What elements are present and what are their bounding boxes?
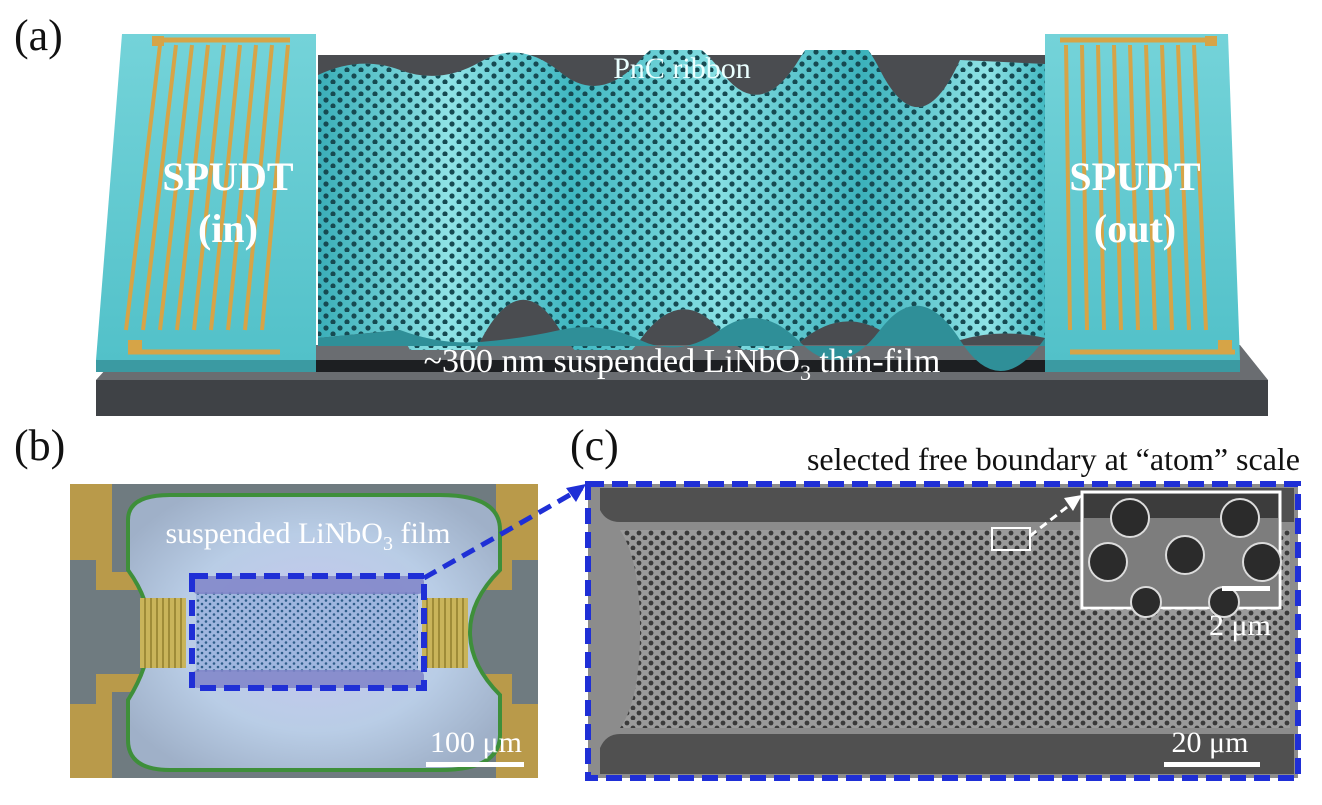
selection-arrowhead [1064,495,1082,511]
highlight-frame-c [585,481,1301,781]
inset-scale-label: 2 μm [1209,609,1271,642]
gold-pad-bottom-left [70,674,186,778]
spudt-out-pad [1045,34,1240,360]
pnc-holes-b [196,592,418,672]
spudt-out-label-2: (out) [1094,206,1176,251]
spudt-in-pad-side [96,360,316,372]
film-label-a: ~300 nm suspended LiNbO3 thin-film [424,343,941,385]
panel-label-a: (a) [14,11,63,60]
panel-c-sem: 2 μm 20 μm [585,481,1301,781]
gold-pad-top-left [70,484,186,590]
highlight-box-b [189,573,427,691]
scale-bar-label-b: 100 μm [430,726,522,759]
trench-bottom-b [192,670,424,688]
spudt-out-pad-side [1045,360,1240,372]
film-label-b: suspended LiNbO3 film [166,517,451,555]
scale-bar-b [426,762,524,767]
panel-a-device: PnC ribbon SPUDT (in) SPUDT (out) ~300 n… [96,34,1268,416]
selection-arrow [1029,498,1077,538]
zoom-connector-arrowhead [566,484,586,502]
panel-b-micrograph: suspended LiNbO3 film 100 μm [70,484,538,778]
panel-label-b: (b) [14,421,66,470]
ribbon-label: PnC ribbon [613,52,751,85]
spudt-in-label-2: (in) [198,206,258,251]
spudt-in-label-1: SPUDT [162,154,293,199]
substrate-trench [160,360,1210,372]
scale-bar-label-c: 20 μm [1172,726,1249,759]
sem-bottom-trench [600,734,1294,774]
trench-top-b [192,576,424,594]
gold-pad-top-right [422,484,538,590]
spudt-out-label-1: SPUDT [1069,154,1200,199]
substrate-front [96,380,1268,416]
spudt-in-electrodes [124,36,290,355]
ribbon-edge [318,305,1045,372]
spudt-out-electrodes [1060,36,1235,355]
panel-c-title: selected free boundary at “atom” scale [807,441,1300,477]
inset-scale-bar [1222,586,1270,591]
zoom-connector [422,485,584,581]
scale-bar-c [1164,762,1260,767]
gold-pad-bottom-right [422,674,538,778]
selection-box [991,527,1031,551]
inset-zoom [1080,490,1282,618]
panel-label-c: (c) [570,421,619,470]
